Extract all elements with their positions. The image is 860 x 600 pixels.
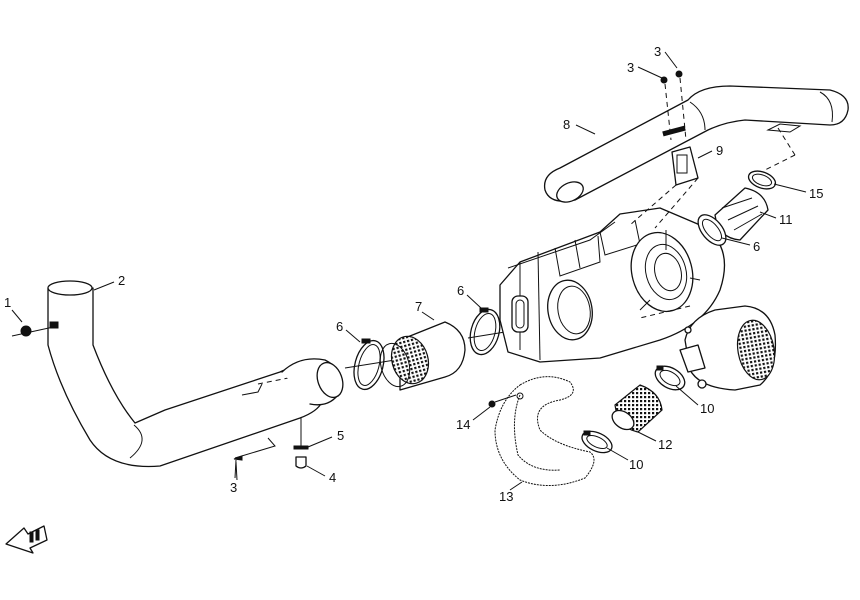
callout-10-lower: 10 — [629, 457, 644, 472]
intake-tube-part-2 — [47, 280, 344, 468]
grommet-part-4 — [295, 456, 307, 469]
filter-boot-part-7 — [379, 321, 466, 391]
callout-6-middle: 6 — [457, 283, 465, 298]
callout-6-left: 6 — [336, 319, 344, 334]
callout-13: 13 — [499, 489, 514, 504]
leader-lines — [11, 51, 807, 491]
callout-14: 14 — [456, 417, 471, 432]
callout-9: 9 — [716, 143, 724, 158]
screw-part-3-lower — [233, 455, 243, 479]
callout-7: 7 — [415, 299, 423, 314]
clamp-part-10-upper — [654, 365, 686, 391]
callout-1: 1 — [4, 295, 12, 310]
callout-6-right: 6 — [753, 239, 761, 254]
nut-part-1 — [11, 321, 59, 337]
bracket-part-9 — [629, 146, 699, 229]
front-direction-arrow-icon — [5, 525, 48, 554]
screw-part-3-upper — [660, 70, 687, 141]
callout-4: 4 — [329, 470, 337, 485]
callout-3-lower: 3 — [230, 480, 238, 495]
clamp-part-6-left — [344, 338, 396, 391]
boot-part-12 — [611, 384, 663, 433]
callout-2: 2 — [118, 273, 126, 288]
callout-12: 12 — [658, 437, 673, 452]
callout-5: 5 — [337, 428, 345, 443]
assembly-line — [764, 154, 796, 171]
callout-15: 15 — [809, 186, 824, 201]
clamp-part-6-right — [697, 214, 727, 246]
snorkel-tube-part-8 — [543, 85, 849, 203]
callout-10-upper: 10 — [700, 401, 715, 416]
clamp-part-15 — [747, 170, 777, 190]
callout-8: 8 — [563, 117, 571, 132]
washer-part-5 — [293, 418, 309, 450]
duct-part-13 — [494, 376, 595, 487]
callout-3-upper-right: 3 — [654, 44, 662, 59]
callout-11: 11 — [779, 212, 793, 227]
clamp-part-6-middle — [467, 307, 506, 356]
filter-housing-rear — [639, 305, 777, 391]
clamp-part-10-lower — [581, 430, 613, 454]
callout-3-upper-left: 3 — [627, 60, 635, 75]
air-box-housing — [499, 207, 726, 363]
nut-part-14 — [488, 394, 517, 408]
